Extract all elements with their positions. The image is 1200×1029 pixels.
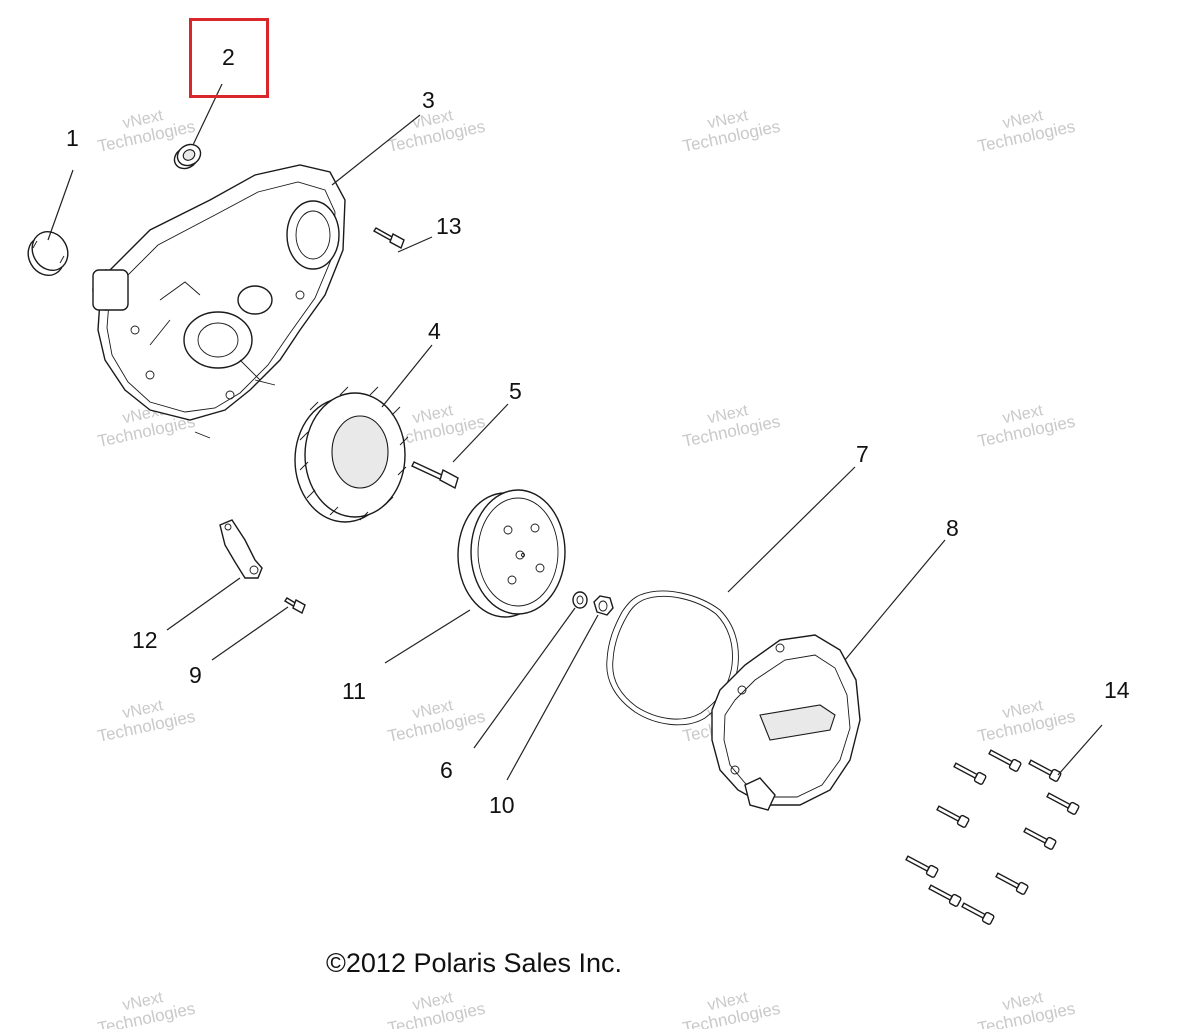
callout-5: 5	[509, 378, 522, 404]
copyright-text: ©2012 Polaris Sales Inc.	[326, 948, 623, 978]
part-bolt-5[interactable]	[411, 461, 459, 490]
part-bolt-13[interactable]	[372, 227, 405, 250]
part-stator-cover[interactable]	[711, 634, 861, 811]
callout-3: 3	[422, 87, 435, 113]
part-bolt-set-14[interactable]	[905, 748, 1080, 925]
callout-7: 7	[856, 441, 869, 467]
callout-4: 4	[428, 318, 441, 344]
callout-11: 11	[342, 678, 366, 704]
callout-2-highlight	[189, 18, 269, 98]
part-nut[interactable]	[593, 595, 614, 616]
bolt-14[interactable]	[953, 761, 987, 785]
part-bolt-9[interactable]	[284, 597, 306, 615]
part-washer[interactable]	[572, 591, 588, 609]
part-gasket[interactable]	[606, 590, 739, 726]
callout-10: 10	[489, 792, 515, 818]
callout-8: 8	[946, 515, 959, 541]
part-seal[interactable]	[21, 225, 74, 282]
bolt-14[interactable]	[936, 804, 970, 828]
bolt-14[interactable]	[1028, 758, 1062, 782]
callout-6: 6	[440, 757, 453, 783]
callout-12: 12	[132, 627, 158, 653]
callout-1: 1	[66, 125, 79, 151]
callout-9: 9	[189, 662, 202, 688]
part-stator[interactable]	[294, 386, 409, 523]
bolt-14[interactable]	[988, 748, 1022, 772]
bolt-14[interactable]	[1023, 826, 1057, 850]
callout-14: 14	[1104, 677, 1130, 703]
bolt-14[interactable]	[905, 854, 939, 878]
part-bearing[interactable]	[171, 140, 205, 172]
part-crankcase-cover[interactable]	[92, 164, 346, 439]
callout-labels: 1 2 3 13 4 5 7 8 12 9 11 6 10 14	[66, 44, 1130, 818]
callout-13: 13	[436, 213, 462, 239]
leader-lines	[47, 83, 1103, 781]
bolt-14[interactable]	[961, 901, 995, 925]
bolt-14[interactable]	[995, 871, 1029, 895]
bolt-14[interactable]	[928, 883, 962, 907]
bolt-14[interactable]	[1046, 791, 1080, 815]
callout-2[interactable]: 2	[222, 44, 235, 70]
part-bracket[interactable]	[219, 519, 263, 579]
part-flywheel[interactable]	[457, 489, 566, 618]
